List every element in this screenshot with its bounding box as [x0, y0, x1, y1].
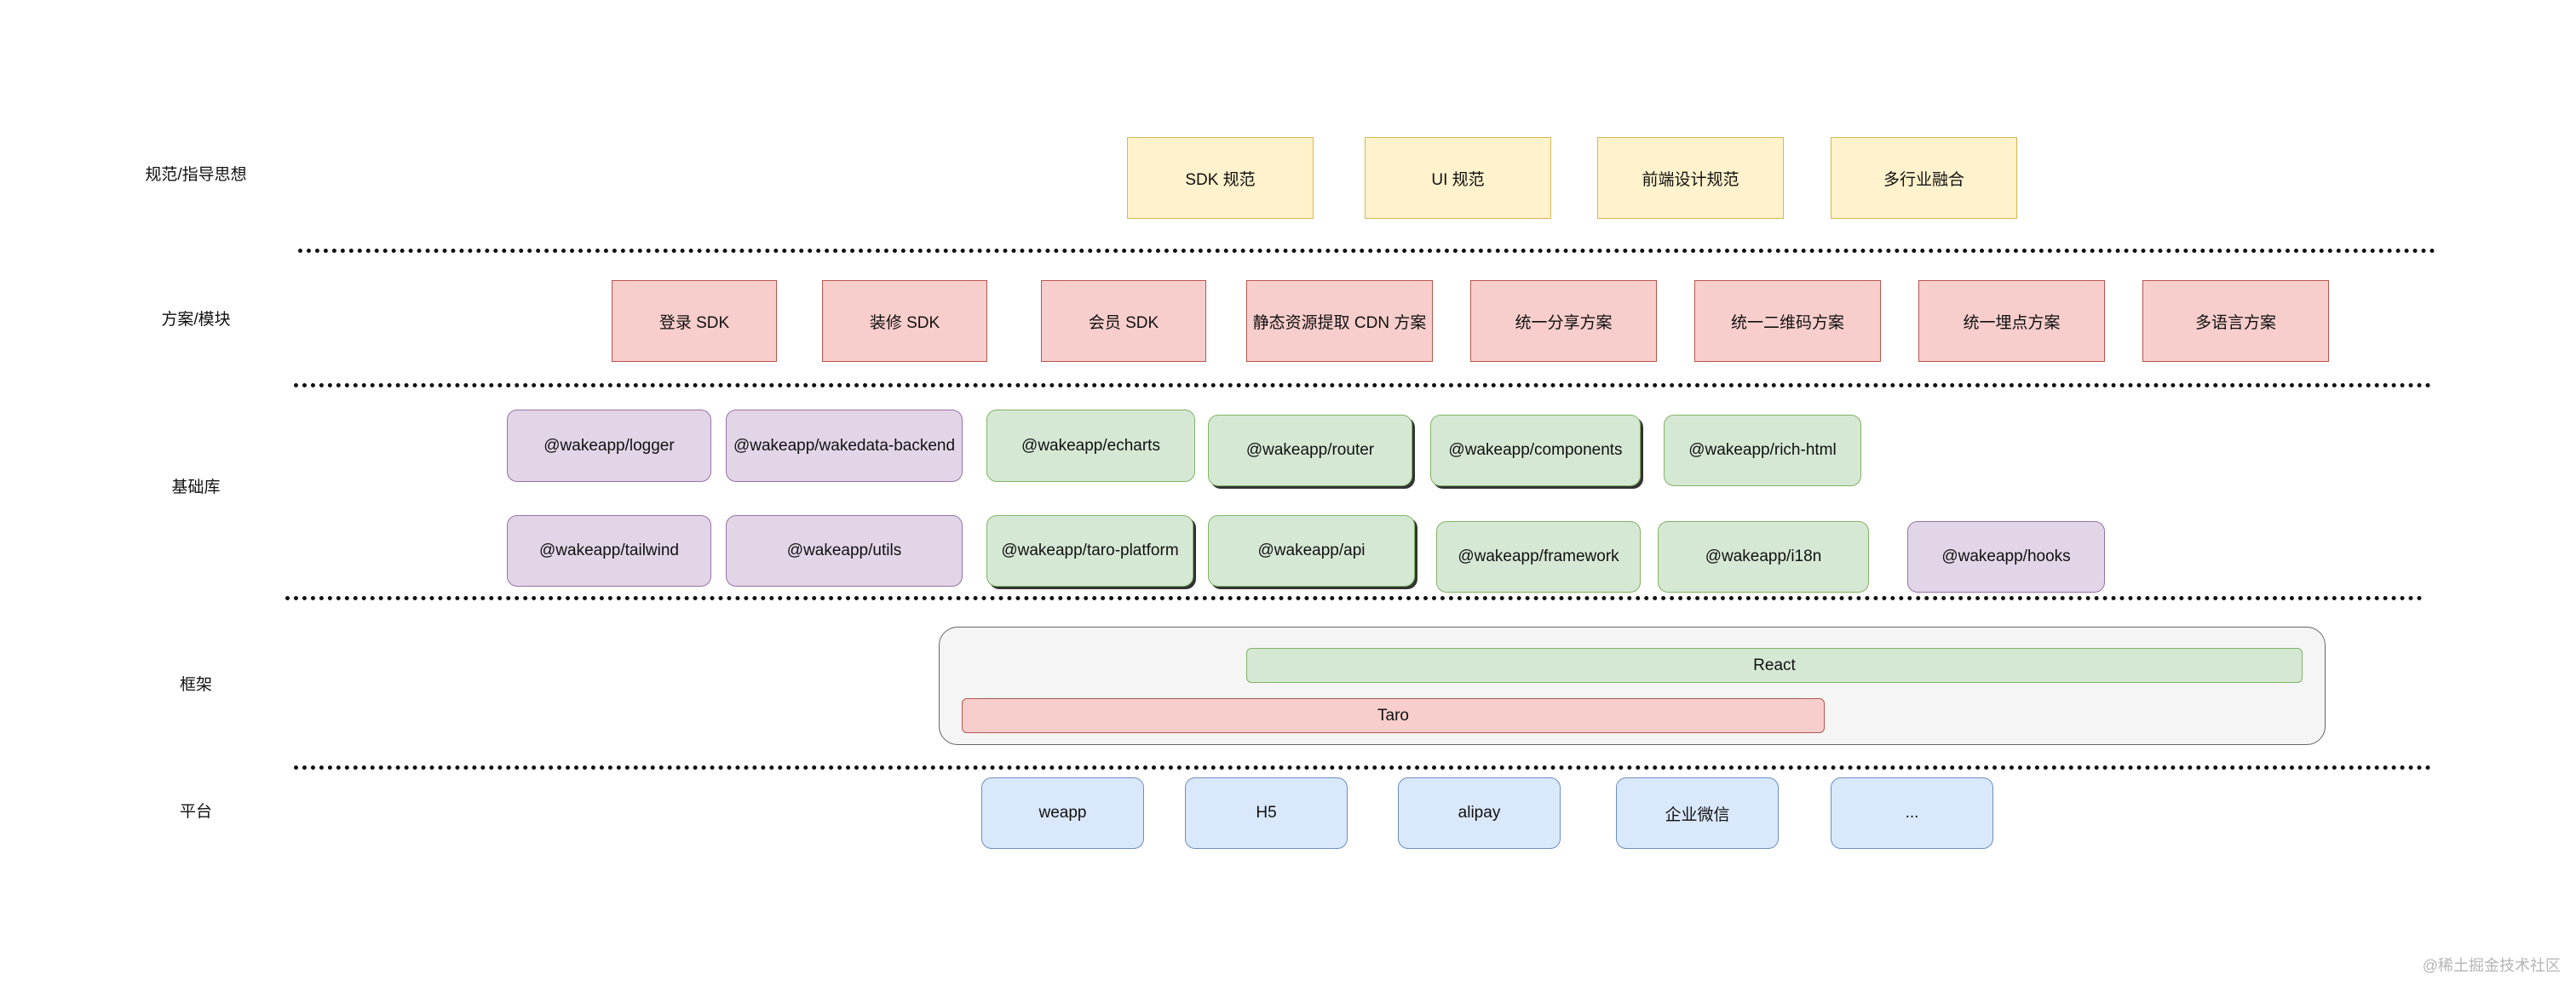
library-logger: @wakeapp/logger	[507, 410, 711, 482]
framework-taro: Taro	[962, 698, 1825, 733]
platform-alipay: alipay	[1398, 777, 1561, 849]
library-hooks: @wakeapp/hooks	[1907, 521, 2105, 593]
library-i18n: @wakeapp/i18n	[1658, 521, 1869, 593]
library-utils: @wakeapp/utils	[726, 515, 963, 587]
watermark: @稀土掘金技术社区	[2422, 957, 2561, 974]
solution-static-cdn: 静态资源提取 CDN 方案	[1246, 280, 1433, 362]
guideline-ui-spec: UI 规范	[1365, 137, 1551, 219]
platform-weapp: weapp	[981, 777, 1144, 849]
library-wakedata-backend: @wakeapp/wakedata-backend	[726, 410, 963, 482]
row-label-guidelines: 规范/指导思想	[145, 166, 247, 184]
solution-unified-qrcode: 统一二维码方案	[1694, 280, 1881, 362]
library-router: @wakeapp/router	[1208, 415, 1412, 486]
library-taro-platform: @wakeapp/taro-platform	[986, 515, 1193, 587]
divider-framework-platform	[294, 765, 2432, 770]
framework-react: React	[1246, 648, 2303, 683]
guideline-frontend-design-spec: 前端设计规范	[1597, 137, 1784, 219]
library-framework: @wakeapp/framework	[1436, 521, 1641, 593]
platform-h5: H5	[1185, 777, 1348, 849]
divider-solutions-libraries	[294, 383, 2432, 387]
row-label-solutions: 方案/模块	[161, 311, 231, 329]
library-tailwind: @wakeapp/tailwind	[507, 515, 711, 587]
solution-i18n: 多语言方案	[2142, 280, 2329, 362]
guideline-multi-industry: 多行业融合	[1831, 137, 2017, 219]
platform-more: ...	[1831, 777, 1993, 849]
solution-decoration-sdk: 装修 SDK	[822, 280, 987, 362]
row-label-framework: 框架	[179, 676, 212, 694]
library-api: @wakeapp/api	[1208, 515, 1415, 587]
library-rich-html: @wakeapp/rich-html	[1664, 415, 1861, 486]
library-components: @wakeapp/components	[1430, 415, 1641, 486]
guideline-sdk-spec: SDK 规范	[1127, 137, 1314, 219]
divider-guidelines-solutions	[298, 249, 2436, 253]
library-echarts: @wakeapp/echarts	[986, 410, 1195, 482]
solution-login-sdk: 登录 SDK	[612, 280, 777, 362]
row-label-platform: 平台	[179, 803, 212, 821]
divider-libraries-framework	[285, 596, 2424, 600]
solution-unified-tracking: 统一埋点方案	[1918, 280, 2105, 362]
solution-unified-share: 统一分享方案	[1470, 280, 1657, 362]
platform-wecom: 企业微信	[1616, 777, 1779, 849]
solution-member-sdk: 会员 SDK	[1041, 280, 1206, 362]
row-label-libraries: 基础库	[171, 479, 221, 496]
